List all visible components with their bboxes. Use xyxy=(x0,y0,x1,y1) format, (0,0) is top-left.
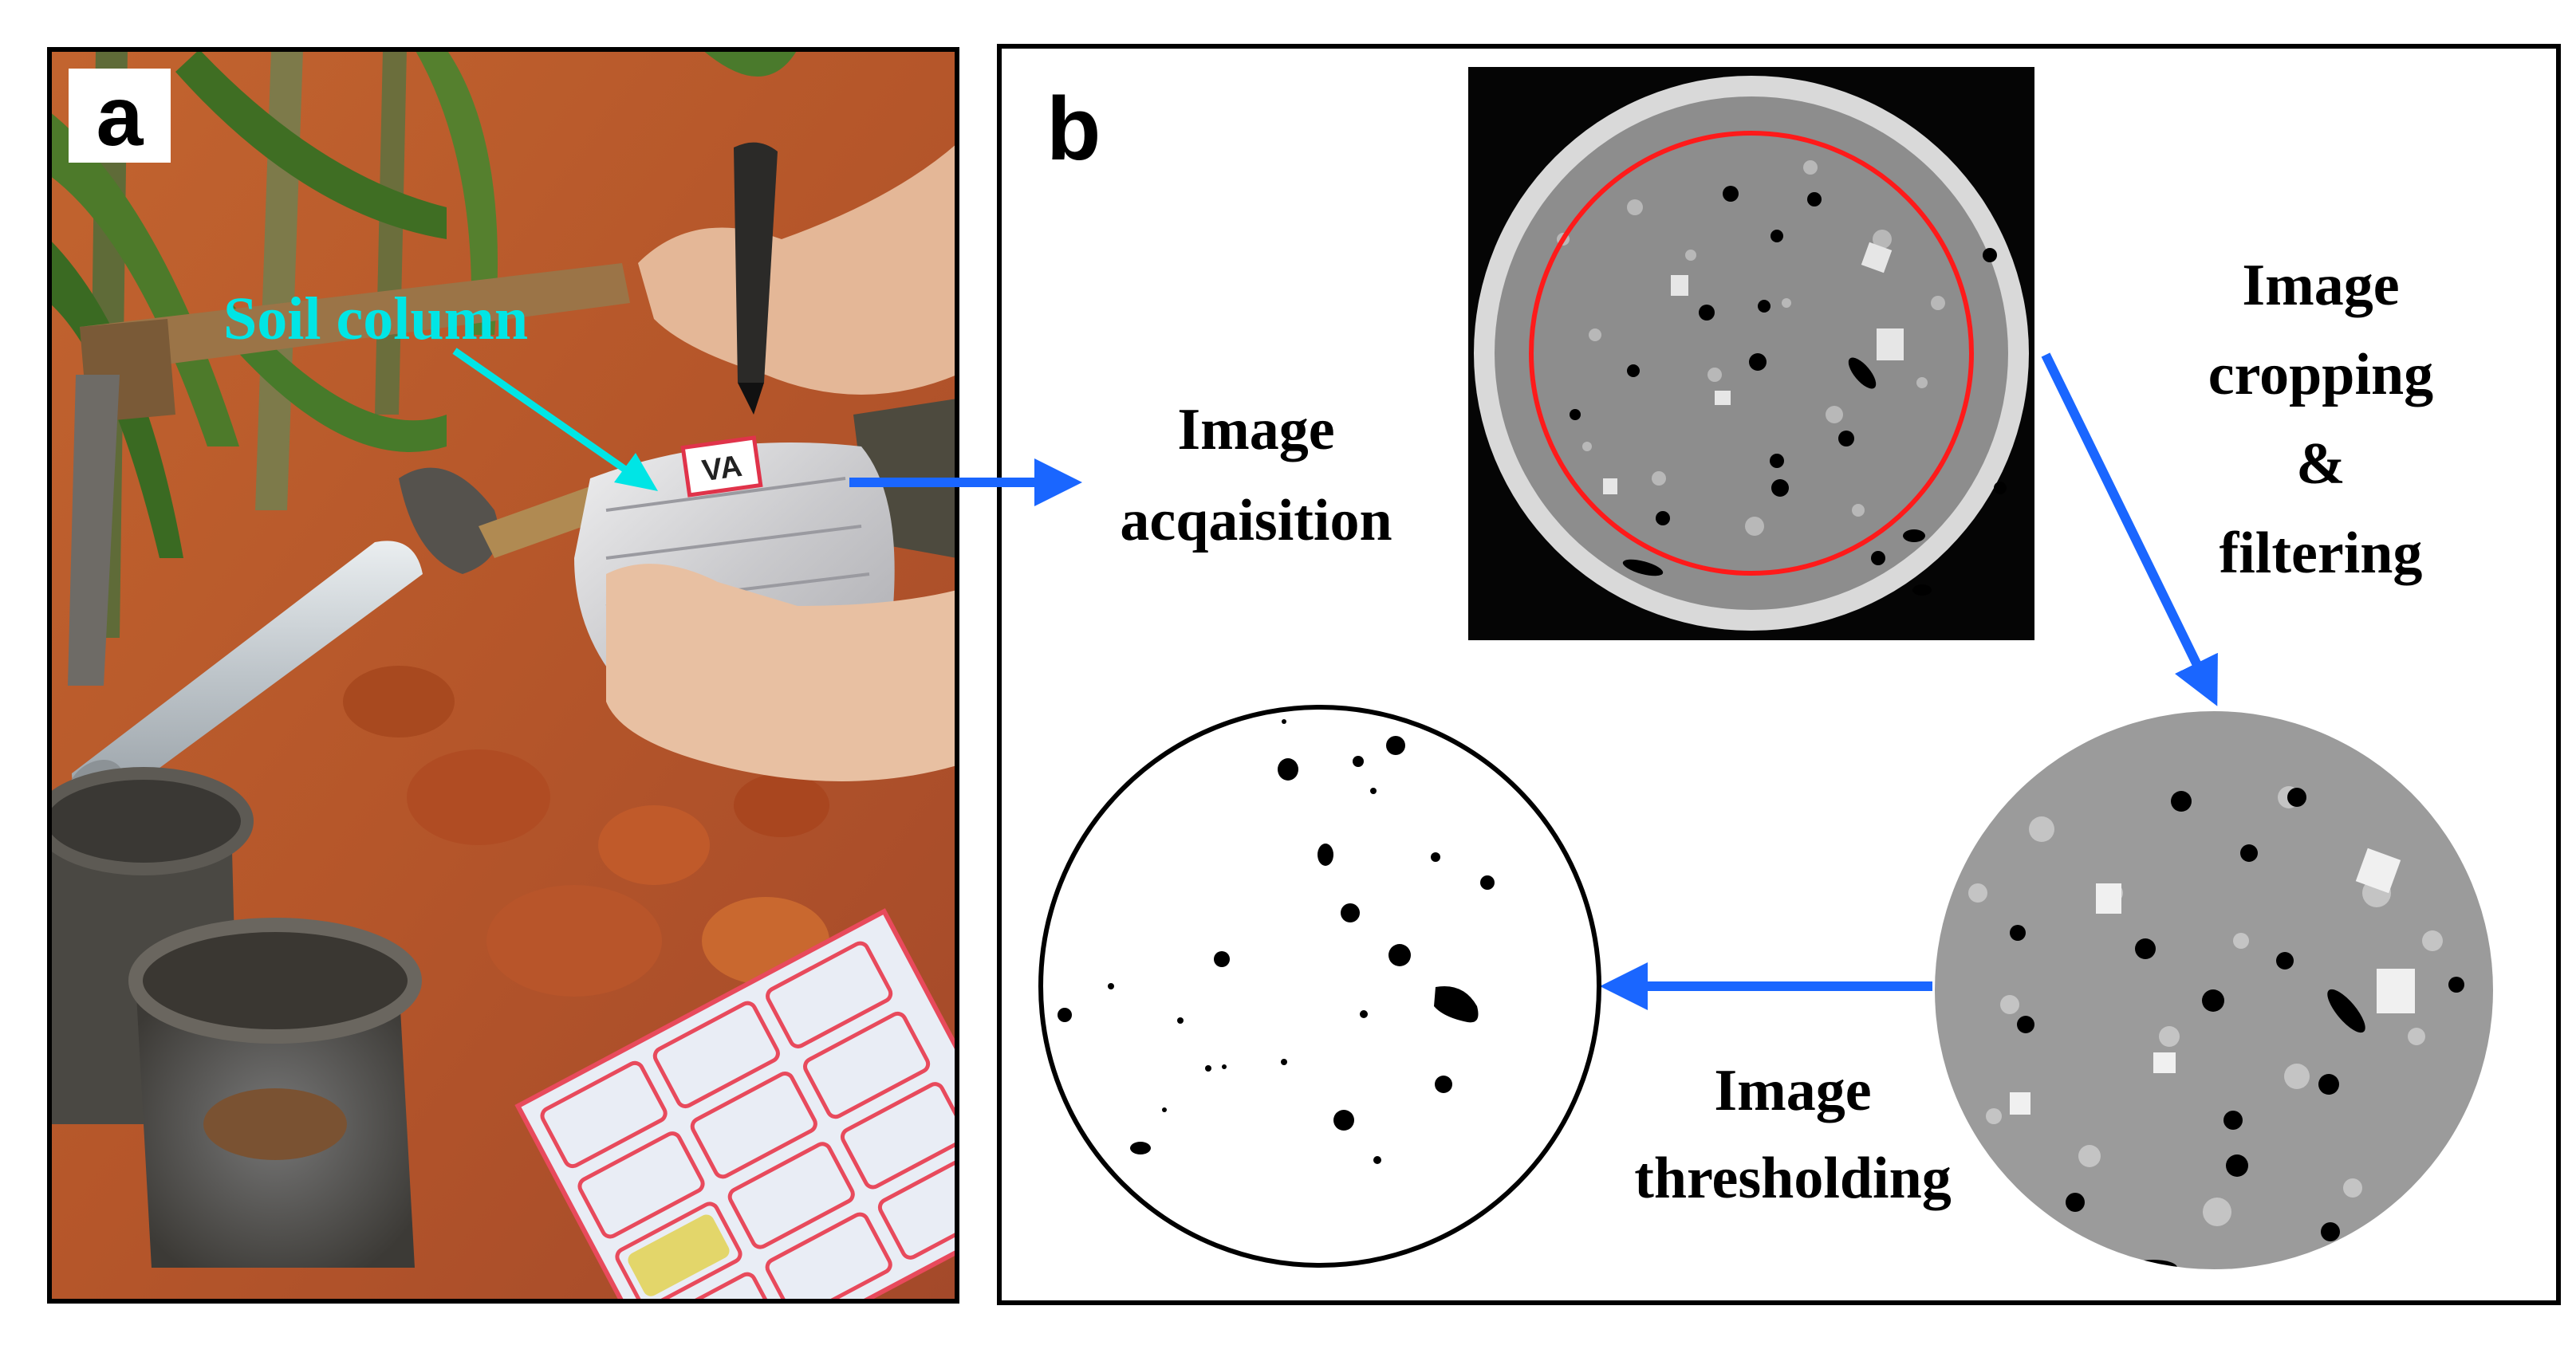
ct-bright-grains xyxy=(1603,242,1904,494)
step-cropping-line-2: cropping xyxy=(2208,342,2433,407)
ct-soil-section xyxy=(1495,96,2008,610)
ct-macropores xyxy=(1570,186,2007,596)
crop-region-circle xyxy=(1529,131,1974,576)
step-cropping-line-1: Image xyxy=(2242,253,2399,318)
column-tag xyxy=(680,435,763,498)
step-cropping-line-4: filtering xyxy=(2220,521,2423,586)
binary-pores xyxy=(1058,719,1495,1164)
step-thresholding-label: Image thresholding xyxy=(1634,1058,1952,1211)
step-cropping-label: Image cropping & filtering xyxy=(2208,253,2433,586)
field-photo: VA xyxy=(49,49,957,1301)
cropped-macropores xyxy=(2010,788,2464,1269)
step-acquisition-line-1: Image xyxy=(1177,397,1334,462)
step-cropping-line-3: & xyxy=(2296,431,2346,497)
thresholded-binary-image xyxy=(1038,705,1601,1268)
panel-b-frame xyxy=(997,44,2561,1305)
step-acquisition-label: Image acqaisition xyxy=(1120,397,1392,553)
panel-b: b Image acqaisition xyxy=(849,44,2561,1305)
cropped-texture xyxy=(1968,786,2443,1226)
cropped-bright-grains xyxy=(2010,848,2415,1115)
panel-a-label: a xyxy=(97,69,144,163)
step-acquisition-line-2: acqaisition xyxy=(1120,488,1392,553)
panel-a-label-box xyxy=(69,69,171,163)
soil-column-pointer-line xyxy=(452,348,640,482)
soil-column-annotation: Soil column xyxy=(223,285,528,352)
step-thresholding-line-2: thresholding xyxy=(1634,1146,1952,1211)
raw-ct-slice xyxy=(1468,67,2034,640)
step-thresholding-line-1: Image xyxy=(1714,1058,1871,1123)
panel-b-label: b xyxy=(1046,79,1101,179)
cropped-filtered-image xyxy=(1935,711,2493,1269)
panel-a: VA a Soil column xyxy=(47,47,959,1304)
arrow-to-cropping xyxy=(2041,352,2218,706)
soil-column-pointer-head xyxy=(614,453,658,491)
column-tag-text: VA xyxy=(700,450,744,489)
panel-a-frame xyxy=(47,47,959,1304)
binary-outline xyxy=(1038,705,1601,1268)
